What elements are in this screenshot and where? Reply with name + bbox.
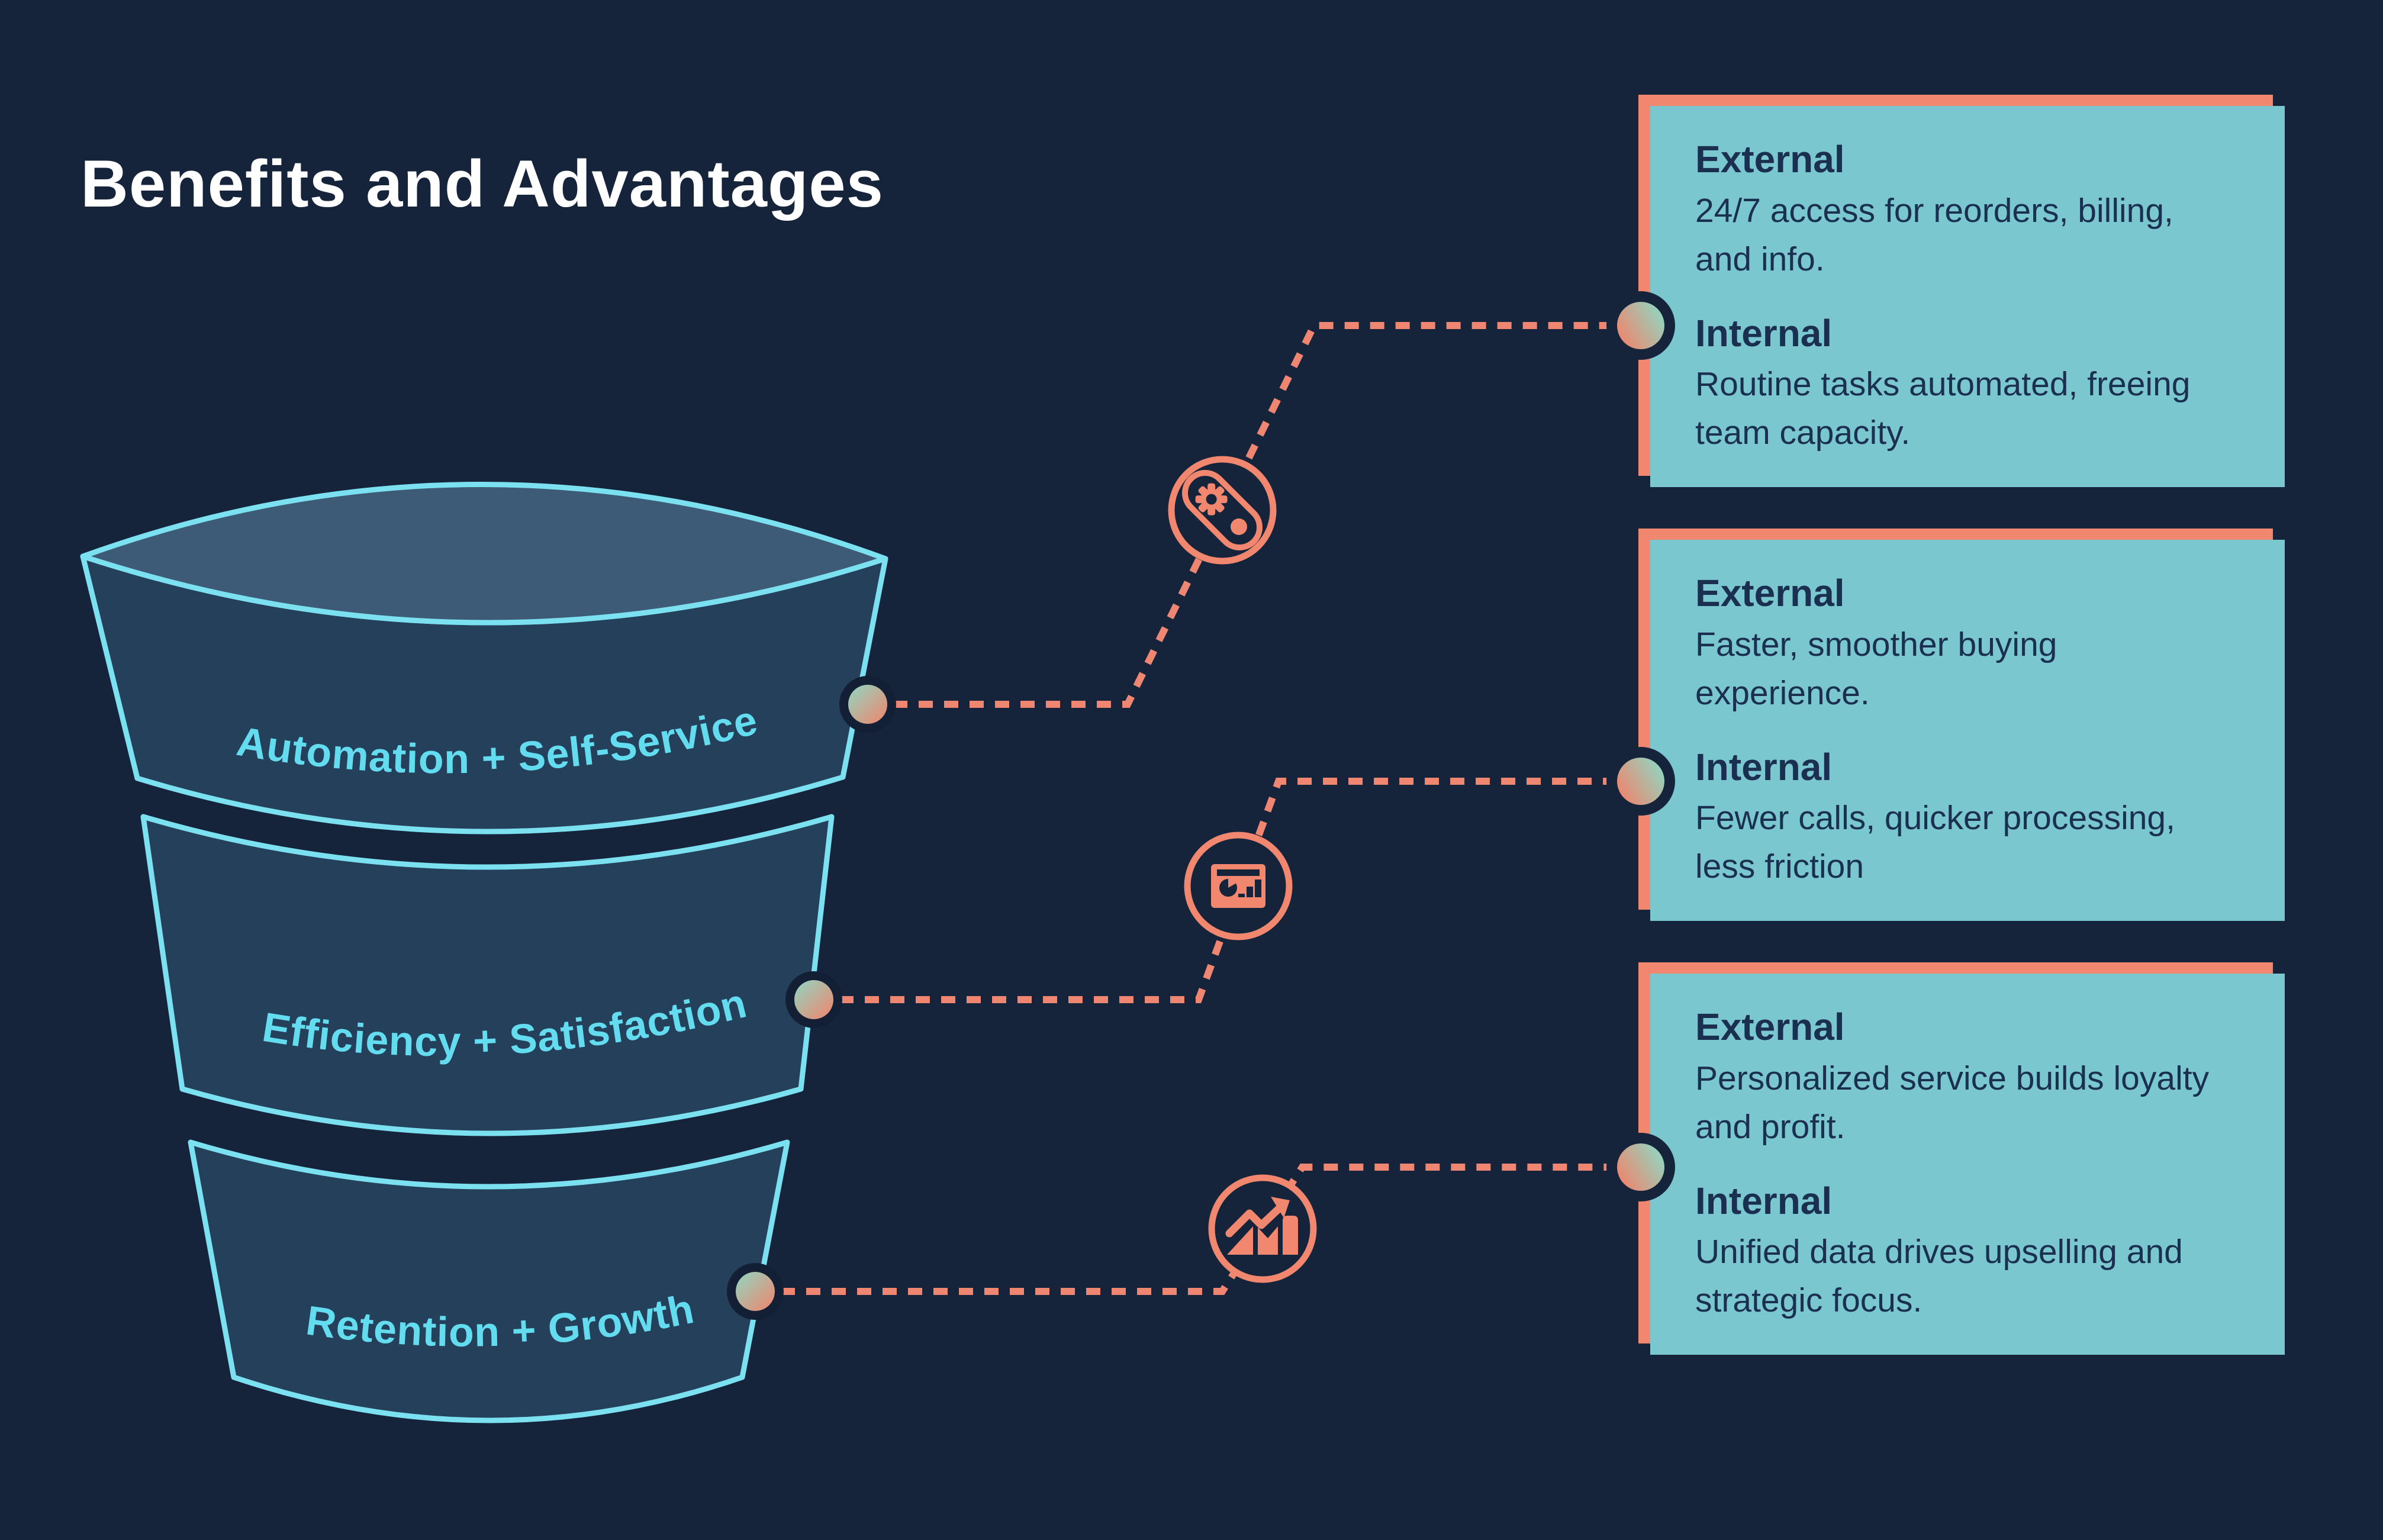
- card-body-internal: Fewer calls, quicker processing, less fr…: [1695, 799, 2175, 886]
- card-anchor-dots: [1606, 291, 1675, 1201]
- card-section-external: External Personalized service builds loy…: [1695, 1006, 2246, 1151]
- card-heading-external: External: [1695, 572, 1845, 614]
- funnel-stage-1-top: [80, 482, 888, 626]
- dashboard-chart-icon: [1184, 832, 1293, 940]
- connector-line-3: [755, 1164, 1637, 1295]
- funnel-stage-dots: [727, 676, 896, 1320]
- benefit-card-automation: External 24/7 access for reorders, billi…: [1650, 106, 2285, 487]
- card-body-internal: Routine tasks automated, freeing team ca…: [1695, 365, 2191, 452]
- page-title: Benefits and Advantages: [80, 147, 884, 221]
- card-section-internal: Internal Unified data drives upselling a…: [1695, 1180, 2246, 1325]
- card-section-internal: Internal Routine tasks automated, freein…: [1695, 312, 2246, 458]
- benefit-card-efficiency: External Faster, smoother buying experie…: [1650, 540, 2285, 921]
- card-body-external: Faster, smoother buying experience.: [1695, 625, 2057, 712]
- card-section-external: External 24/7 access for reorders, billi…: [1695, 138, 2246, 283]
- connector-line-2: [814, 778, 1637, 1003]
- card-dot-2: [1606, 747, 1675, 816]
- card-heading-internal: Internal: [1695, 311, 1833, 355]
- stage-dot-1: [839, 676, 896, 733]
- card-dot-3: [1606, 1133, 1675, 1201]
- stage-dot-2: [785, 971, 842, 1028]
- card-body-internal: Unified data drives upselling and strate…: [1695, 1233, 2183, 1320]
- card-section-external: External Faster, smoother buying experie…: [1695, 572, 2246, 717]
- card-body-external: Personalized service builds loyalty and …: [1695, 1059, 2210, 1146]
- card-body-external: 24/7 access for reorders, billing, and i…: [1695, 191, 2173, 278]
- automation-gear-icon: [1168, 456, 1277, 565]
- stage-dot-3: [727, 1263, 784, 1320]
- growth-arrow-icon: [1208, 1174, 1317, 1283]
- card-dot-1: [1606, 291, 1675, 360]
- funnel: [80, 482, 888, 1423]
- card-heading-external: External: [1695, 1006, 1845, 1048]
- card-heading-external: External: [1695, 138, 1845, 181]
- funnel-stage-2-body: [140, 814, 835, 1136]
- funnel-stage-3-body: [188, 1139, 790, 1423]
- card-section-internal: Internal Fewer calls, quicker processing…: [1695, 746, 2246, 891]
- card-heading-internal: Internal: [1695, 1179, 1833, 1222]
- benefit-card-retention: External Personalized service builds loy…: [1650, 974, 2285, 1355]
- card-heading-internal: Internal: [1695, 745, 1833, 788]
